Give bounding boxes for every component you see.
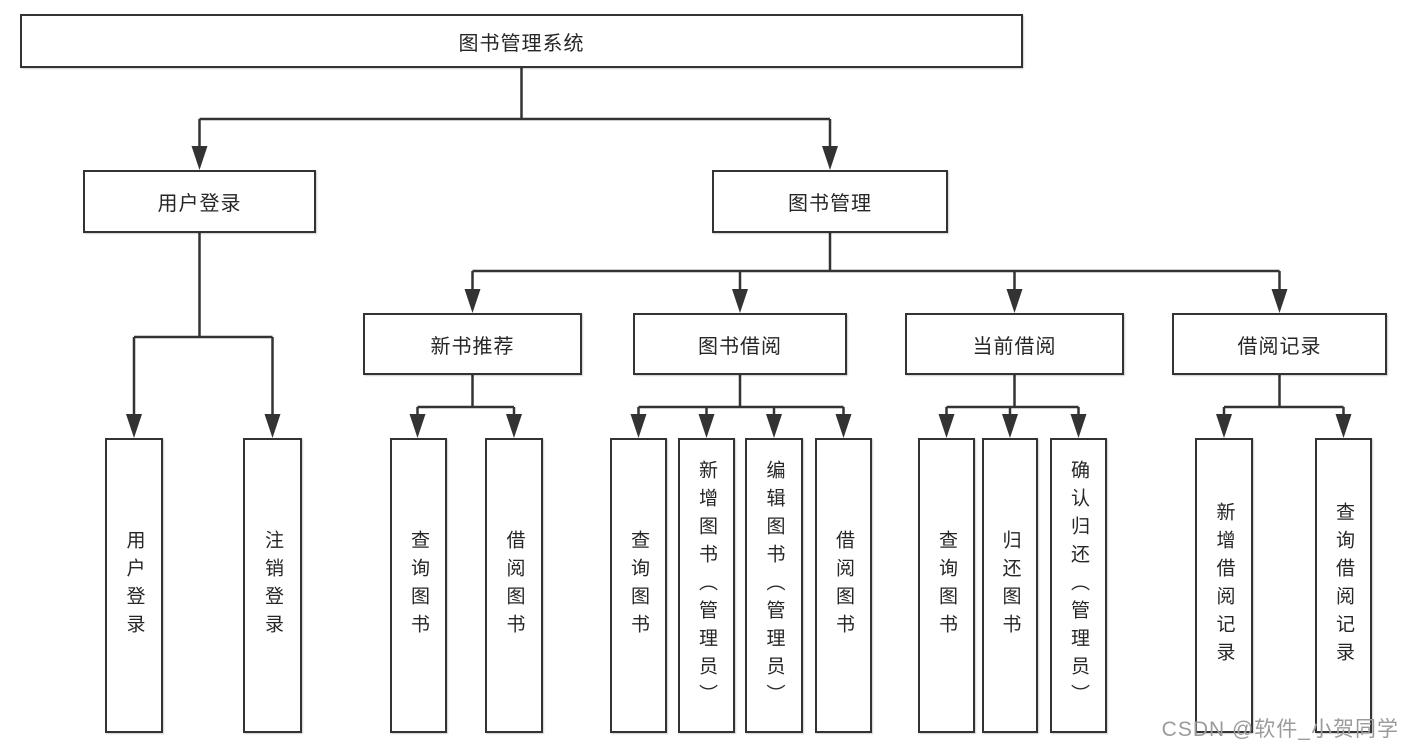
node-library-management-system: 图书管理系统 (20, 14, 1023, 68)
leaf-query-book-borrow-label: 查询图书 (628, 529, 649, 642)
leaf-user-login-label: 用户登录 (123, 529, 145, 642)
leaf-logout: 注销登录 (243, 438, 302, 733)
leaf-query-book-current: 查询图书 (918, 438, 975, 733)
leaf-confirm-return-admin-label: 确认归还（管理员） (1068, 459, 1089, 712)
csdn-watermark: CSDN @软件_小贺同学 (1161, 718, 1399, 741)
leaf-query-book-recommend-label: 查询图书 (408, 529, 429, 642)
node-user-login: 用户登录 (83, 170, 316, 233)
leaf-user-login: 用户登录 (105, 438, 163, 733)
leaf-borrow-book-label: 借阅图书 (833, 529, 854, 642)
leaf-add-borrow-record-label: 新增借阅记录 (1213, 501, 1235, 670)
node-borrowing-records: 借阅记录 (1172, 313, 1387, 375)
leaf-add-book-admin: 新增图书（管理员） (678, 438, 735, 733)
node-new-book-recommend: 新书推荐 (363, 313, 582, 375)
arrowheads (126, 146, 1352, 438)
leaf-confirm-return-admin: 确认归还（管理员） (1050, 438, 1107, 733)
leaf-edit-book-admin-label: 编辑图书（管理员） (763, 459, 785, 712)
node-book-borrowing: 图书借阅 (633, 313, 847, 375)
node-book-management: 图书管理 (712, 170, 948, 233)
leaf-add-borrow-record: 新增借阅记录 (1195, 438, 1253, 733)
connector-lines (132, 67, 1345, 418)
leaf-return-book: 归还图书 (982, 438, 1038, 733)
leaf-add-book-admin-label: 新增图书（管理员） (696, 459, 717, 712)
leaf-query-book-recommend: 查询图书 (390, 438, 447, 733)
leaf-edit-book-admin: 编辑图书（管理员） (745, 438, 803, 733)
leaf-query-borrow-record: 查询借阅记录 (1315, 438, 1372, 733)
leaf-return-book-label: 归还图书 (999, 529, 1021, 642)
leaf-borrow-book-recommend-label: 借阅图书 (503, 529, 525, 642)
node-current-borrowing: 当前借阅 (905, 313, 1124, 375)
leaf-query-book-current-label: 查询图书 (936, 529, 957, 642)
leaf-borrow-book-recommend: 借阅图书 (485, 438, 543, 733)
leaf-query-book-borrow: 查询图书 (610, 438, 667, 733)
leaf-query-borrow-record-label: 查询借阅记录 (1333, 501, 1354, 670)
leaf-borrow-book: 借阅图书 (815, 438, 872, 733)
leaf-logout-label: 注销登录 (262, 529, 283, 642)
